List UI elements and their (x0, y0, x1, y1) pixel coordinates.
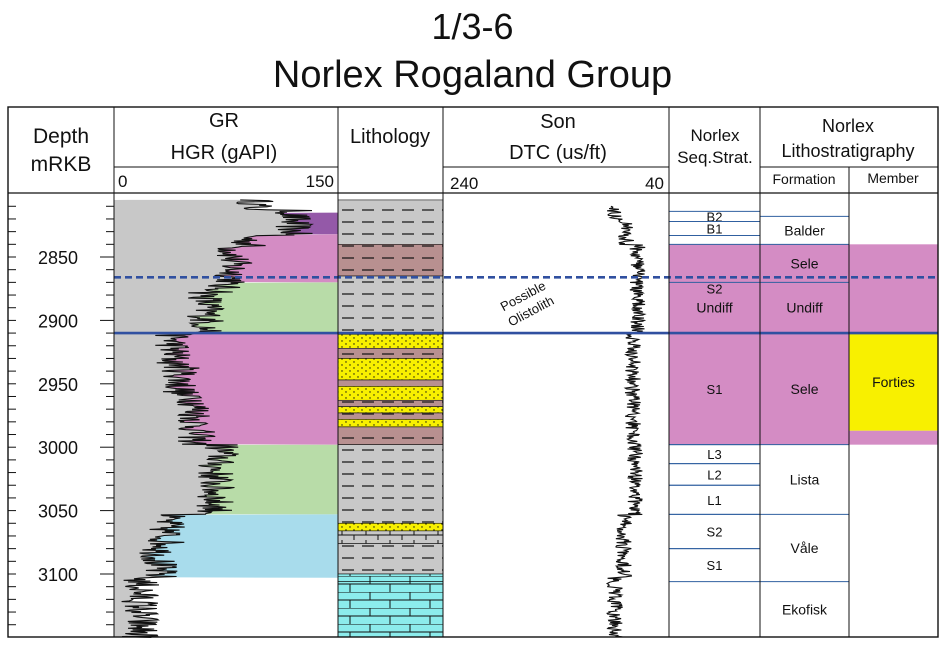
gr-zone-6 (139, 514, 338, 578)
chart-subtitle: Norlex Rogaland Group (272, 54, 673, 96)
son-scale-min: 240 (450, 174, 478, 193)
lithology-bed-8 (337, 386, 444, 401)
depth-tick-label: 3000 (38, 438, 78, 458)
lithology-bed-7 (337, 379, 444, 387)
lithology-bed-10 (337, 406, 444, 414)
seqstrat-label-5: S1 (707, 382, 723, 397)
seqstrat-label-6: L3 (707, 447, 721, 462)
depth-unit-header: mRKB (31, 153, 92, 176)
member-fill-1 (849, 244, 938, 334)
lithology-bed-2 (337, 244, 444, 277)
depth-tick-label: 2950 (38, 375, 78, 395)
lithology-bed-11 (337, 412, 444, 420)
formation-label-5: Lista (790, 472, 820, 488)
formation-fill-3 (760, 282, 849, 334)
litho-subheader: Lithostratigraphy (781, 141, 914, 161)
gr-curve (121, 199, 314, 638)
member-fill-2 (849, 333, 938, 431)
depth-header: Depth (33, 125, 89, 148)
lithology-bed-9 (337, 399, 444, 407)
son-header: Son (540, 111, 576, 133)
formation-label-1: Balder (784, 222, 825, 238)
formation-label-4: Sele (790, 381, 818, 397)
seqstrat-label-4: Undiff (696, 300, 732, 316)
chart-title: 1/3-6 (431, 6, 514, 47)
seqstrat-fill-4 (669, 282, 760, 334)
lithology-bed-5 (337, 347, 444, 359)
seqstrat-label-10: S1 (707, 558, 723, 573)
lithology-bed-3 (337, 275, 444, 335)
seqstrat-subheader: Seq.Strat. (677, 148, 753, 167)
member-label-2: Forties (872, 374, 915, 390)
lithology-bed-15 (337, 522, 444, 532)
depth-tick-label: 3100 (38, 565, 78, 585)
member-fill-3 (849, 430, 938, 445)
litho-header: Norlex (822, 116, 874, 136)
seqstrat-fill-5 (669, 333, 760, 445)
gr-scale-min: 0 (118, 172, 127, 191)
gr-zone-5 (196, 444, 338, 515)
lithology-bed-18 (337, 573, 444, 582)
depth-tick-label: 2900 (38, 311, 78, 331)
member-header: Member (867, 170, 919, 186)
chart-frame (7, 106, 939, 638)
seqstrat-label-9: S2 (707, 525, 723, 540)
lithology-bed-12 (337, 419, 444, 428)
gr-shading (114, 199, 313, 638)
lithology-bed-13 (337, 426, 444, 445)
seqstrat-label-3: S2 (707, 282, 723, 297)
formation-label-7: Ekofisk (782, 602, 828, 618)
sonic-curve (605, 205, 647, 638)
seqstrat-label-7: L2 (707, 467, 721, 482)
depth-tick-label: 3050 (38, 502, 78, 522)
lithology-bed-4 (337, 334, 444, 349)
formation-label-3: Undiff (786, 300, 822, 316)
lithology-bed-1 (337, 199, 444, 245)
formation-label-6: Våle (790, 540, 818, 556)
son-scale-max: 40 (645, 174, 664, 193)
lithology-bed-17 (337, 543, 444, 575)
lithology-bed-19 (337, 581, 444, 638)
seqstrat-header: Norlex (690, 126, 740, 145)
gr-scale-max: 150 (306, 172, 334, 191)
depth-tick-label: 2850 (38, 248, 78, 268)
seqstrat-label-1: B2 (707, 209, 723, 224)
lithology-header: Lithology (350, 126, 430, 148)
seqstrat-label-2: B1 (707, 221, 723, 236)
lithology-bed-6 (337, 358, 444, 381)
lithology-bed-16 (337, 530, 444, 544)
formation-header: Formation (772, 171, 835, 187)
seqstrat-label-8: L1 (707, 493, 721, 508)
gr-unit-header: HGR (gAPI) (171, 142, 278, 164)
lithology-bed-14 (337, 444, 444, 524)
son-unit-header: DTC (us/ft) (509, 142, 607, 164)
gr-header: GR (209, 110, 239, 132)
formation-fill-4 (760, 333, 849, 445)
olistolith-annotation: Possible Olistolith (498, 278, 557, 329)
formation-label-2: Sele (790, 255, 818, 271)
gr-zone-3 (187, 282, 338, 334)
